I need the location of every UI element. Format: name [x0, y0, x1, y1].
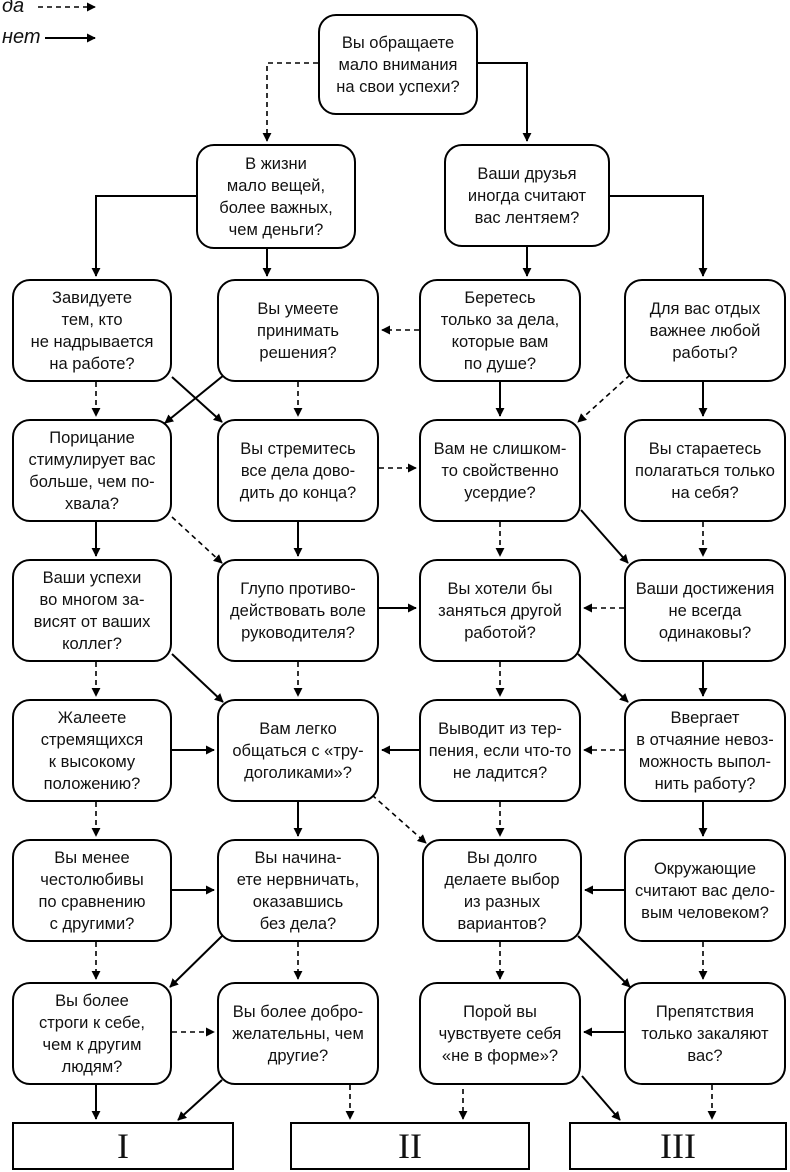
question-node: Вы хотели бы заняться другой работой?	[419, 559, 581, 662]
question-node: Ваши достижения не всегда одинаковы?	[624, 559, 786, 662]
yes-arrow-q8-q13	[171, 516, 223, 564]
result-box: II	[290, 1122, 530, 1170]
no-arrow-q25-r1	[177, 1079, 223, 1121]
no-arrow-q21-q24	[169, 935, 223, 988]
question-node: Глупо противо- действовать воле руководи…	[217, 559, 379, 662]
question-node: Беретесь только за дела, которые вам по …	[419, 279, 581, 382]
no-arrow-q14-q19	[577, 653, 629, 703]
no-arrow-q2-q4	[91, 195, 197, 277]
question-node: Жалеете стремящихся к высокому положению…	[12, 699, 172, 802]
question-node: Вы стараетесь полагаться только на себя?	[624, 419, 786, 522]
question-node: Ввергает в отчаяние невоз- можность выпо…	[624, 699, 786, 802]
question-node: Вам не слишком- то свойственно усердие?	[419, 419, 581, 522]
result-box: I	[12, 1122, 234, 1170]
result-box: III	[569, 1122, 787, 1170]
question-node: Вы обращаете мало внимания на свои успех…	[318, 14, 478, 115]
question-node: Вы умеете принимать решения?	[217, 279, 379, 382]
yes-arrow-q7-q10	[577, 374, 631, 423]
question-node: Завидуете тем, кто не надрывается на раб…	[12, 279, 172, 382]
question-node: Для вас отдых важнее любой работы?	[624, 279, 786, 382]
legend-no-label: нет	[2, 26, 41, 48]
no-arrow-q22-q27	[577, 935, 631, 988]
no-arrow-q4-q9	[171, 376, 223, 423]
question-node: Вы начина- ете нервничать, оказавшись бе…	[217, 839, 379, 942]
question-node: Вы стремитесь все дела дово- дить до кон…	[217, 419, 379, 522]
no-arrow-q1-q3	[478, 62, 532, 142]
yes-arrow-q1-q2	[262, 62, 318, 142]
question-node: Препятствия только закаляют вас?	[624, 982, 786, 1085]
question-node: Ваши друзья иногда считают вас лентяем?	[444, 144, 610, 247]
no-arrow-q12-q17	[171, 653, 224, 703]
question-node: Ваши успехи во многом за- висят от ваших…	[12, 559, 172, 662]
question-node: В жизни мало вещей, более важных, чем де…	[196, 144, 356, 249]
question-node: Вы более строги к себе, чем к другим люд…	[12, 982, 172, 1085]
question-node: Вам легко общаться с «тру- доголиками»?	[217, 699, 379, 802]
yes-arrow-q17-q22	[371, 794, 427, 844]
no-arrow-q27-r3	[581, 1075, 621, 1121]
question-node: Порой вы чувствуете себя «не в форме»?	[419, 982, 581, 1085]
legend-yes-label: да	[2, 0, 25, 17]
edges	[91, 62, 717, 1121]
no-arrow-q10-q15	[580, 509, 629, 564]
no-arrow-q5-q8	[164, 374, 225, 424]
question-node: Вы более добро- желательны, чем другие?	[217, 982, 379, 1085]
question-node: Окружающие считают вас дело- вым человек…	[624, 839, 786, 942]
question-node: Вы менее честолюбивы по сравнению с друг…	[12, 839, 172, 942]
question-node: Порицание стимулирует вас больше, чем по…	[12, 419, 172, 522]
no-arrow-q3-q7	[610, 195, 708, 277]
question-node: Вы долго делаете выбор из разных вариант…	[422, 839, 582, 942]
question-node: Выводит из тер- пения, если что-то не ла…	[419, 699, 581, 802]
